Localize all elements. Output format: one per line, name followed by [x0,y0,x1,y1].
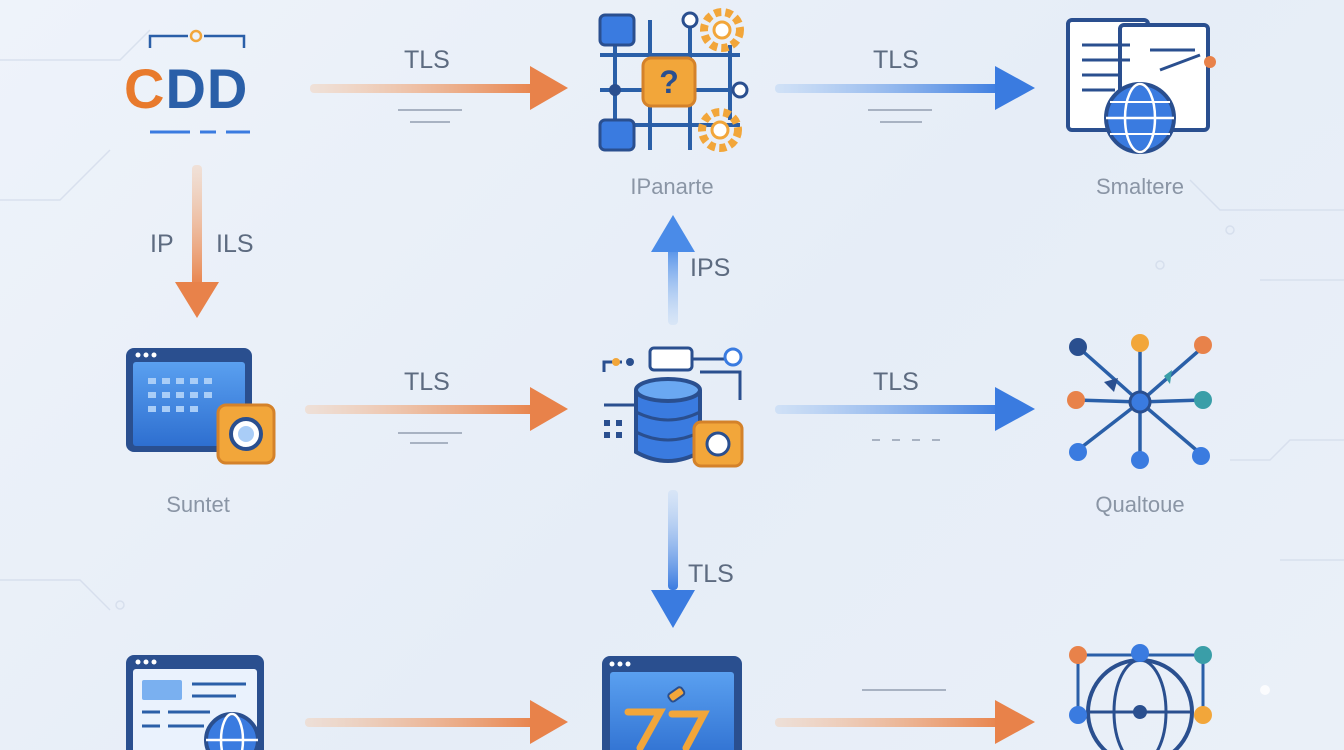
logo-node [148,29,250,134]
arrow-bottom-left [305,700,568,744]
editor-node [602,656,742,750]
logo-text: CDD [124,56,248,121]
node-label-suntet: Suntet [166,492,230,517]
arrow-logo-down-to-suntet [175,165,219,318]
label-dash-marks [398,109,946,691]
edge-label-logo-to-ipanarte: TLS [404,46,450,74]
node-label-qualtoue: Qualtoue [1095,492,1185,517]
ipanarte-node: ? [598,8,749,152]
arrow-db-down-to-editor [651,490,695,628]
arrow-db-up-to-ipanarte [651,215,695,325]
suntet-node [126,348,276,465]
gear-icon [698,108,742,152]
qualtoue-node [1067,334,1212,469]
edge-label-db-to-qualtoue: TLS [873,368,919,396]
database-hub-node [602,346,744,468]
logo-letter-d1: D [165,57,207,120]
svg-text:?: ? [659,64,679,100]
edge-label-logo-down-left: IP [150,230,174,258]
arrow-bottom-right [775,700,1035,744]
node-label-ipanarte: IPanarte [630,174,714,199]
arrow-db-to-qualtoue [775,387,1035,431]
database-icon [634,377,702,463]
magnifier-icon [229,417,263,451]
edge-label-db-up: IPS [690,254,731,282]
gear-icon [700,8,744,52]
network-globe-node [1069,644,1212,750]
smaltere-node [1066,18,1216,154]
edge-label-suntet-to-db: TLS [404,368,450,396]
arrow-logo-to-ipanarte [310,66,568,110]
background-circuit-lines [0,29,1344,695]
edge-label-db-down: TLS [688,560,734,588]
node-label-smaltere: Smaltere [1095,174,1185,199]
edge-label-ipanarte-to-smaltere: TLS [873,46,919,74]
browser-node [126,655,264,750]
edge-label-logo-down-right: ILS [216,230,254,258]
logo-letter-c: C [124,57,166,120]
logo-letter-d2: D [206,57,249,120]
pencil-icon [667,686,686,703]
arrow-suntet-to-db [305,387,568,431]
arrow-ipanarte-to-smaltere [775,66,1035,110]
globe-icon [204,712,260,750]
globe-icon [1104,82,1176,154]
